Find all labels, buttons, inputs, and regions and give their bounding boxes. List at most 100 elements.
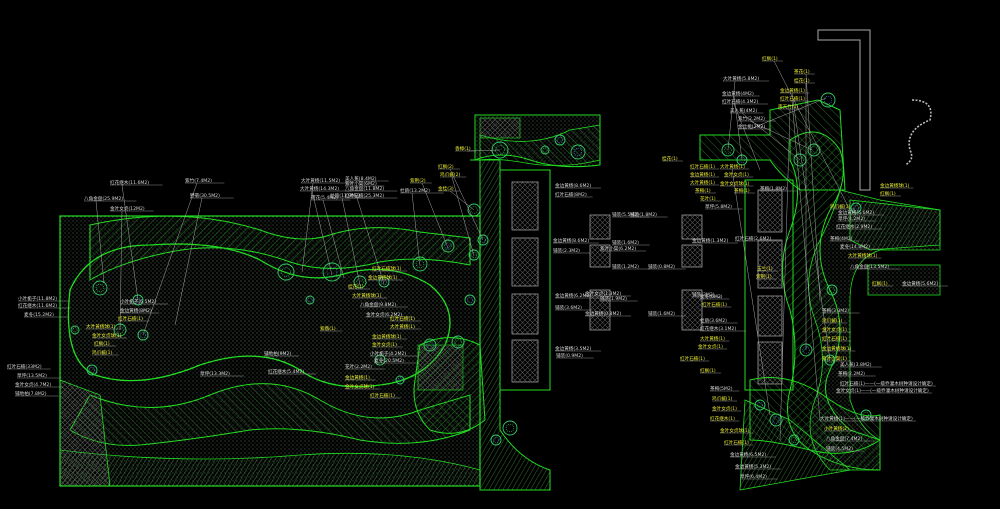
plant-label: 红花继木(11.6M2) [110,179,149,186]
plant-label: 茶梅(4M2) [830,235,853,242]
plant-label: 花叶(1) [700,195,716,202]
label-leaders [7,60,948,480]
plant-label: 红枫(1) [762,55,778,62]
plant-label: 红叶石楠(2.6M2) [735,235,771,242]
plant-label: 铺装(5.5M2) [612,211,639,218]
shrub-symbol-inner [862,411,870,419]
leader-line [121,184,139,301]
plant-label: 杜鹃(11.9M2) [330,192,360,199]
plant-label: 红花继木(1) [710,415,735,422]
shrub-symbol [769,413,783,427]
plant-label: 紫薇(1) [320,325,336,332]
shrub-symbol [468,249,480,261]
plant-label: 金边黄杨球(1) [880,182,910,189]
leader-line [733,103,761,171]
plant-label: 茶梅(2.2M2) [838,370,865,377]
shrub-symbol [412,256,428,272]
right-stair-curve [904,99,932,166]
plant-label: 金边黄杨(5.6M2) [838,209,874,216]
plant-label: 金叶女贞(1) [724,171,749,178]
plant-label: 金叶女贞(1) [698,343,723,350]
connector-vertical-bed [470,159,551,491]
shrub-symbol [736,154,748,166]
shrub-symbol [491,141,509,159]
shrub-symbol [826,284,838,296]
plant-label: 茶梅(5M2) [710,385,733,392]
shrub-symbol-inner [134,296,142,304]
plant-label: 大叶黄杨(11.5M2) [301,177,340,184]
plant-label: 金丝桃(2M2) [738,123,765,130]
plant-label: 麦冬(6M2) [700,293,723,300]
leader-line [341,197,361,286]
shrub-symbol [70,325,80,335]
plant-label: 金叶女贞(1) [822,326,847,333]
shrub-symbol-inner [139,331,147,339]
plant-label: 麦冬(15.2M2) [24,311,54,318]
leader-line [727,80,736,151]
plant-label: 紫荆(1) [756,273,772,280]
plant-label: 金叶女贞(12M2) [110,205,145,212]
plant-label: 金叶女贞(4.7M2) [15,381,51,388]
shrub-symbol-inner [828,286,836,294]
plant-label: 大叶黄杨(1) [700,335,725,342]
shrub-symbol [554,134,566,146]
right-frame [744,179,794,391]
plant-label: 金叶女贞(1.3M2) [585,290,621,297]
shrub-symbol-inner [826,356,834,364]
plant-label: 金边黄杨(3.5M2) [555,345,591,352]
paving-block-12 [757,239,783,289]
plant-label: 大叶黄杨(1) [690,179,715,186]
plant-label: 红叶石楠(33M2) [7,363,42,370]
shrub-symbol [374,354,386,366]
shrub-symbol [721,143,735,157]
shrub-symbol-inner [772,416,780,424]
shrub-symbol [860,409,872,421]
shrub-symbol-inner [796,156,804,164]
plant-label: 铺地柏(9M2) [264,350,291,357]
shrub-symbol-inner [479,236,487,244]
shrub-symbol [754,399,766,411]
paving-block-8 [681,214,703,240]
left-corner-bed [59,379,111,487]
shrub-symbol-inner [116,326,124,334]
plant-label: 金边黄杨球(1) [368,274,398,281]
shrub-symbol-inner [470,251,478,259]
plant-label: 美人蕉(8.4M2) [345,175,377,182]
plant-label: 红叶石楠(1)——(一级乔灌木树种请设计确定) [840,380,933,387]
shrub-symbol-inner [454,338,462,346]
shrub-symbol [451,335,465,349]
shrub-symbol-inner [281,267,291,277]
plant-label: 金边黄杨(0.8M2) [585,310,621,317]
plant-label: 金叶女贞(1) [712,405,737,412]
shrub-symbol [490,434,502,446]
plant-label: 鸡爪槭(1) [92,349,112,356]
plant-label: 金叶女贞(6.2M2) [366,311,402,318]
leader-line [421,182,449,249]
shrub-symbol-inner [756,401,764,409]
shrub-symbol-inner [542,147,548,153]
plant-label: 铺装(0.8M2) [648,263,675,270]
plant-label: 铺装(4.5M2) [826,445,853,452]
leader-line [749,120,813,151]
connector-strip [470,114,601,491]
paving-block-11 [757,189,783,233]
shrub-symbol-inner [823,95,833,105]
plant-label: 红叶石楠(1) [822,335,847,342]
plant-label: 金叶女贞球(1) [720,427,750,434]
shrub-symbol-inner [326,266,338,278]
shrub-symbol [92,280,108,296]
central-paving-blocks [499,169,783,391]
plant-label: 红叶石楠(1) [702,301,727,308]
plant-label: 茶梅(1) [734,187,750,194]
shrub-symbol [137,329,149,341]
plant-label: 红枫(1) [880,190,896,197]
shrub-symbol-inner [556,136,564,144]
leader-line [95,200,105,284]
plant-label: 铺装(1.6M2) [648,310,675,317]
paving-block-6 [589,244,611,268]
plant-label: 鸡爪槭(1) [712,395,732,402]
shrub-symbol-inner [802,346,810,354]
right-step-hatch [849,199,941,251]
shrub-symbol [570,144,586,160]
